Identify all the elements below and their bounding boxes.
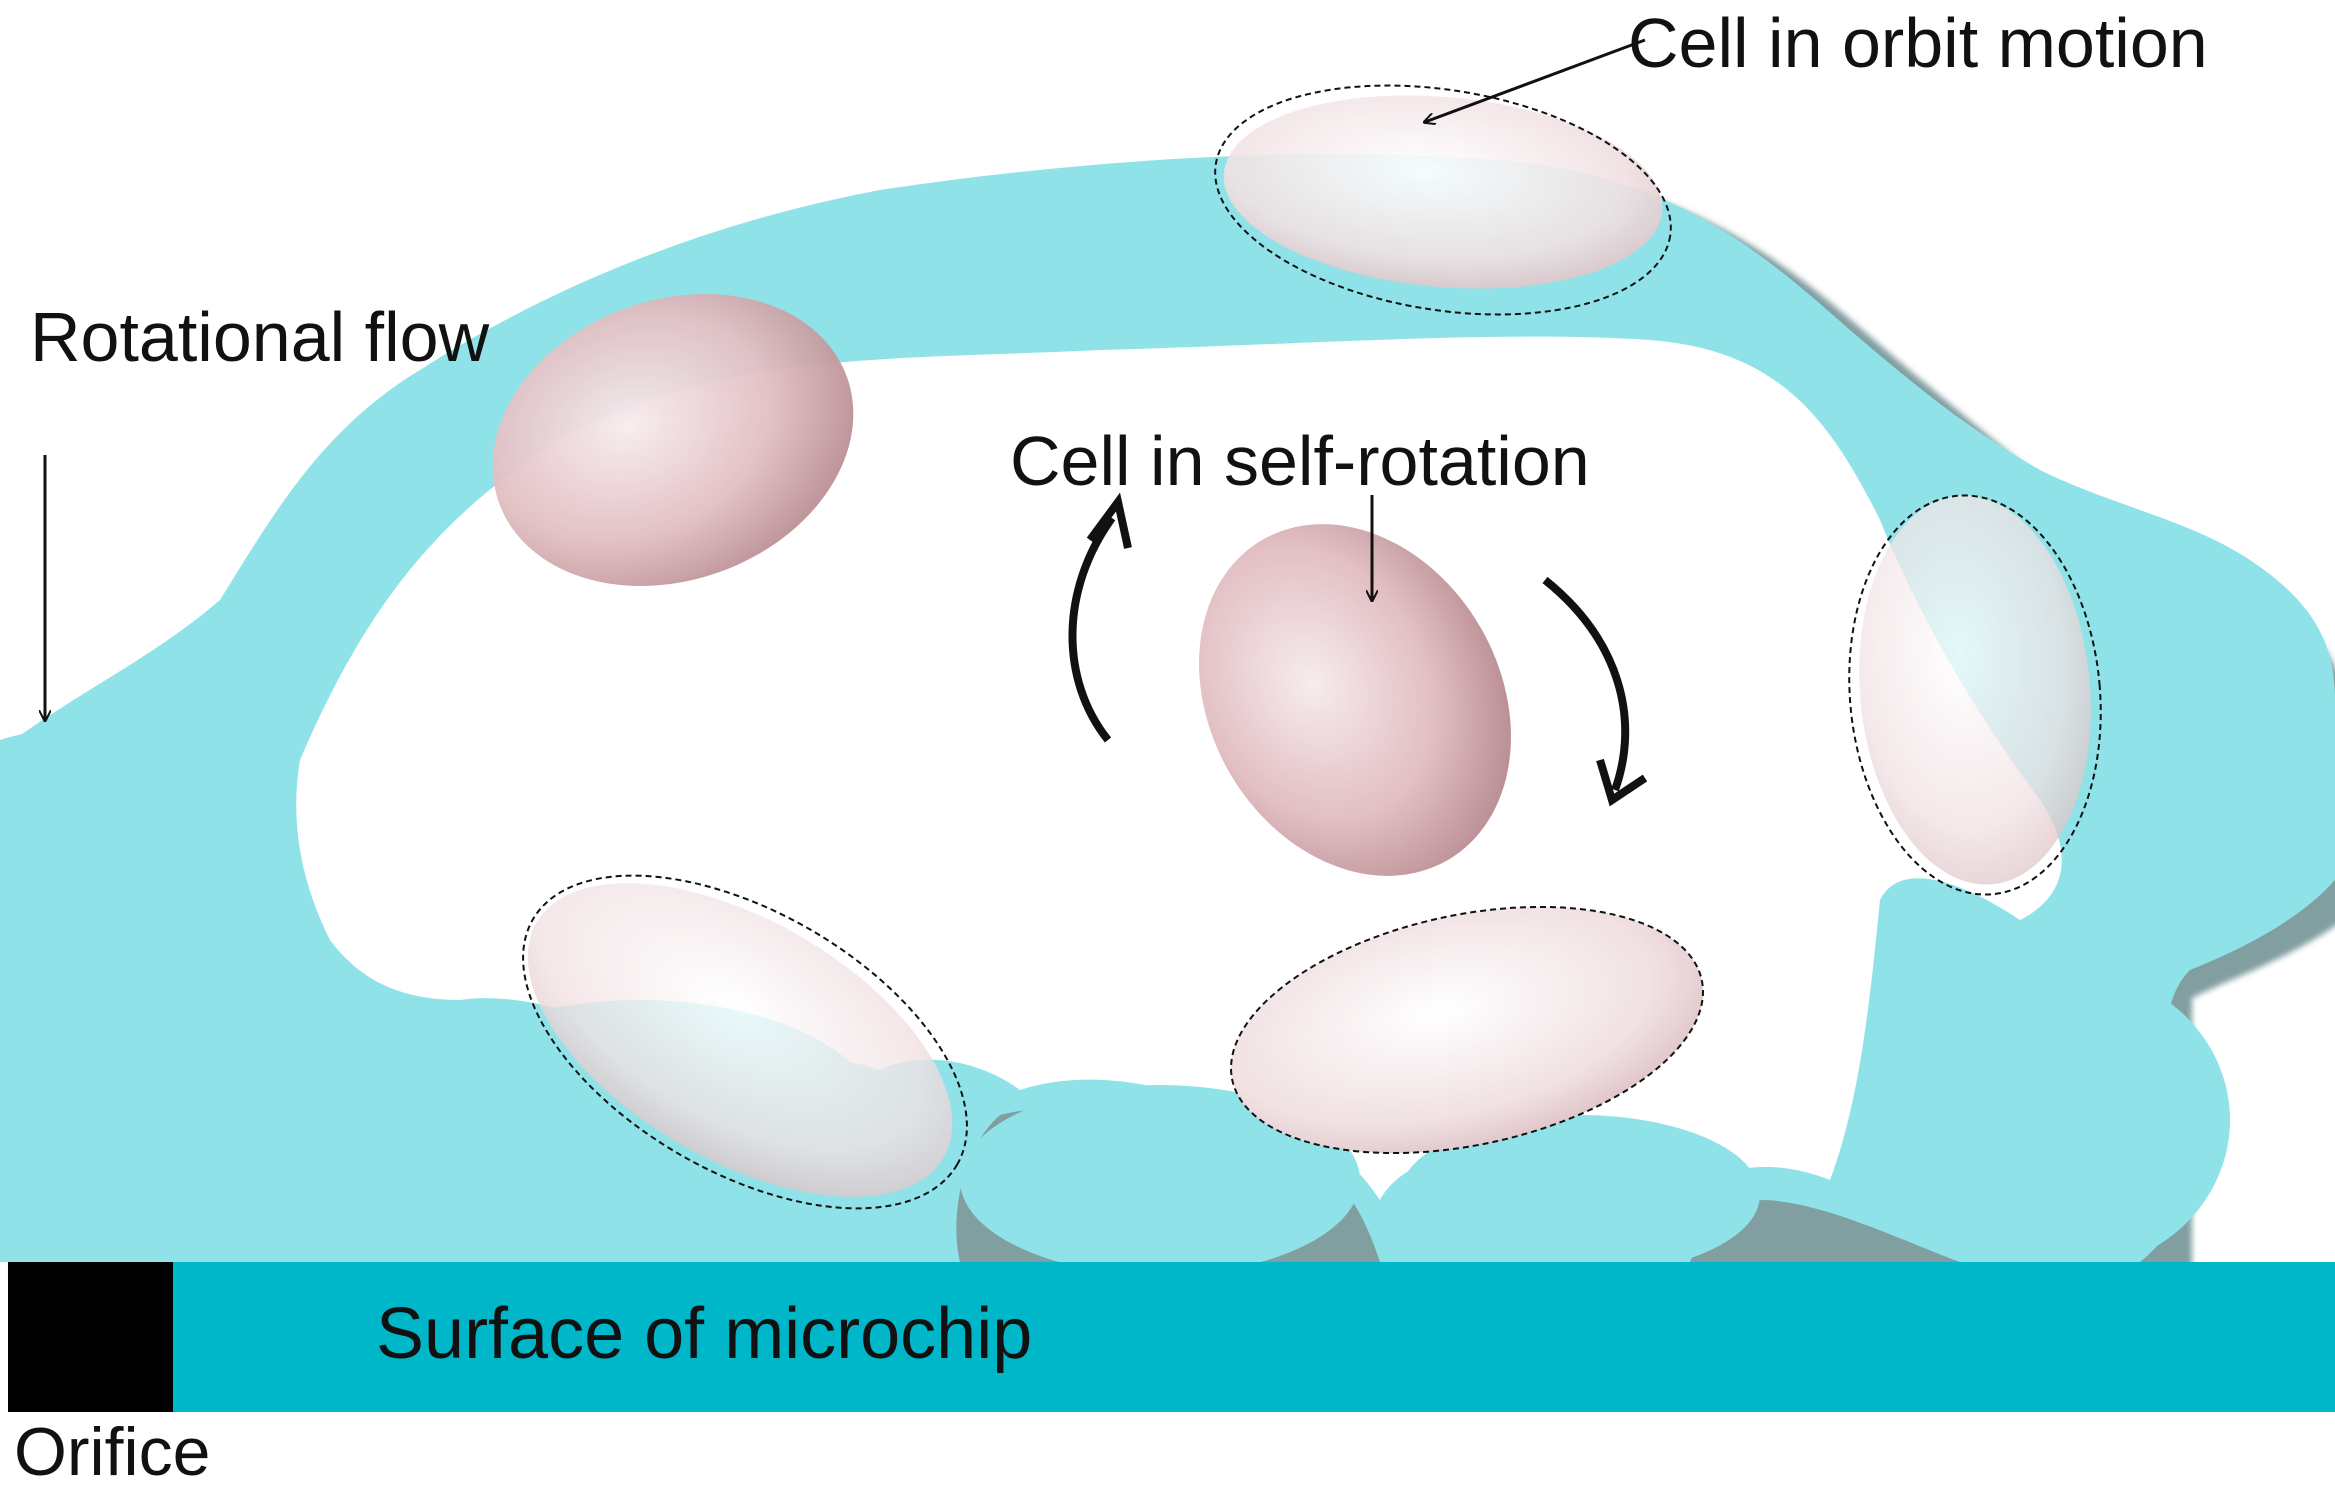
label-cell-self-rotation: Cell in self-rotation bbox=[1010, 422, 1590, 500]
cell-orbit-right-ring bbox=[1848, 494, 2102, 896]
flow-blob-center-right bbox=[1400, 1115, 1760, 1275]
cell-orbit-lower-center bbox=[1231, 906, 1703, 1154]
orifice-block bbox=[8, 1262, 173, 1412]
annotations bbox=[45, 38, 1648, 807]
flow-blob-center-left bbox=[960, 1085, 1360, 1275]
label-microchip-surface: Surface of microchip bbox=[376, 1294, 1033, 1374]
cell-orbit-right bbox=[1859, 495, 2091, 885]
microchip-surface bbox=[170, 1262, 2335, 1412]
cell-orbit-top-ring bbox=[1214, 84, 1672, 316]
cells bbox=[492, 84, 2102, 1210]
rotation-arrow-left-head bbox=[1086, 492, 1132, 549]
rotation-arrow-left bbox=[1068, 515, 1116, 743]
cell-orbit-lower-center-ring bbox=[1230, 905, 1704, 1155]
cell-self-rotation bbox=[1199, 524, 1511, 876]
cell-orbit-lower-left bbox=[527, 883, 953, 1197]
cell-orbit-lower-left-ring bbox=[522, 874, 968, 1210]
flow-blob-right bbox=[1910, 970, 2230, 1270]
arrow-orbit-motion bbox=[1425, 38, 1646, 122]
label-rotational-flow: Rotational flow bbox=[30, 298, 490, 376]
cell-upper-left bbox=[492, 294, 854, 586]
cell-orbit-top bbox=[1223, 95, 1663, 289]
label-cell-orbit-motion: Cell in orbit motion bbox=[1628, 4, 2208, 82]
flow-column-left bbox=[0, 730, 190, 1262]
rotation-arrow-right bbox=[1542, 576, 1630, 792]
label-orifice: Orifice bbox=[14, 1414, 211, 1490]
rotation-arrow-right-head bbox=[1596, 758, 1648, 807]
